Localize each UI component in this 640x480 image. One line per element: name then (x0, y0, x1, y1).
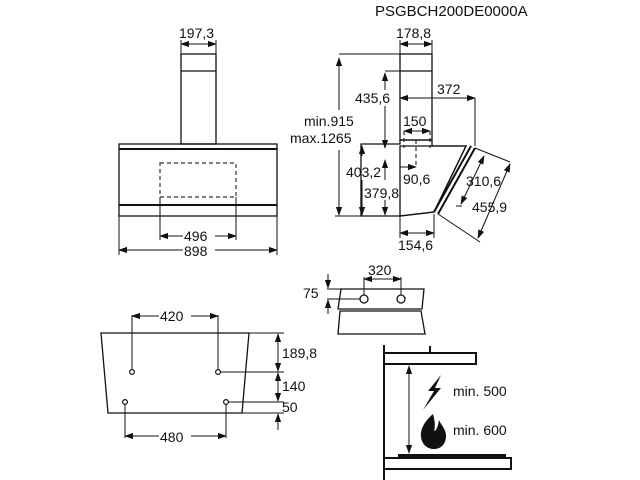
bracket-plate (337, 288, 425, 310)
dim-hole-spacing: 320 (368, 262, 392, 278)
model-number: PSGBCH200DE0000A (375, 3, 528, 20)
dim-body-height-inner: 379,8 (364, 185, 399, 201)
bracket-hole-right (396, 294, 406, 304)
front-filter-outline (159, 162, 237, 198)
flame-icon (420, 414, 446, 449)
dim-upper-spacing: 420 (160, 308, 184, 324)
mount-hole (121, 399, 128, 406)
front-view: 197,3 496 898 (118, 25, 278, 259)
mount-hole (223, 399, 230, 406)
mount-hole (215, 369, 222, 376)
dim-body-height-outer: 403,2 (346, 164, 381, 180)
side-view: 178,8 min.915 max.1265 435,6 372 150 90,… (290, 25, 511, 253)
dim-bottom-depth: 154,6 (398, 237, 433, 253)
front-body (118, 143, 278, 217)
dim-chimney-lower: 435,6 (355, 90, 390, 106)
dim-outlet-width: 150 (403, 113, 427, 129)
lightning-icon (423, 375, 441, 410)
dim-inner-width: 496 (184, 228, 208, 244)
dim-hole-gap: 140 (282, 378, 306, 394)
dim-outlet-offset: 90,6 (403, 171, 430, 187)
mounting-view: 420 480 189,8 140 50 (100, 307, 317, 445)
front-chimney (180, 53, 217, 145)
dim-chimney-depth: 178,8 (396, 25, 431, 41)
bracket-view: 320 75 (303, 262, 426, 335)
clearance-electric: min. 500 (453, 383, 507, 399)
dim-height-min: min.915 (304, 113, 354, 129)
bracket-hole-left (359, 294, 369, 304)
dim-projection: 372 (437, 81, 461, 97)
dim-height-max: max.1265 (290, 130, 352, 146)
dim-hole-height: 75 (303, 285, 319, 301)
dim-chimney-width: 197,3 (179, 25, 214, 41)
dim-panel-inner: 310,6 (466, 173, 501, 189)
dim-panel-outer: 455,9 (472, 199, 507, 215)
mount-hole (129, 369, 136, 376)
cooktop (383, 457, 512, 470)
clearance-view: min. 500 min. 600 (383, 345, 512, 480)
hood-plate (383, 352, 477, 365)
dim-total-width: 898 (184, 243, 208, 259)
dim-top-offset: 189,8 (282, 345, 317, 361)
dim-bottom-offset: 50 (282, 399, 298, 415)
clearance-gas: min. 600 (453, 422, 507, 438)
dim-lower-spacing: 480 (160, 429, 184, 445)
